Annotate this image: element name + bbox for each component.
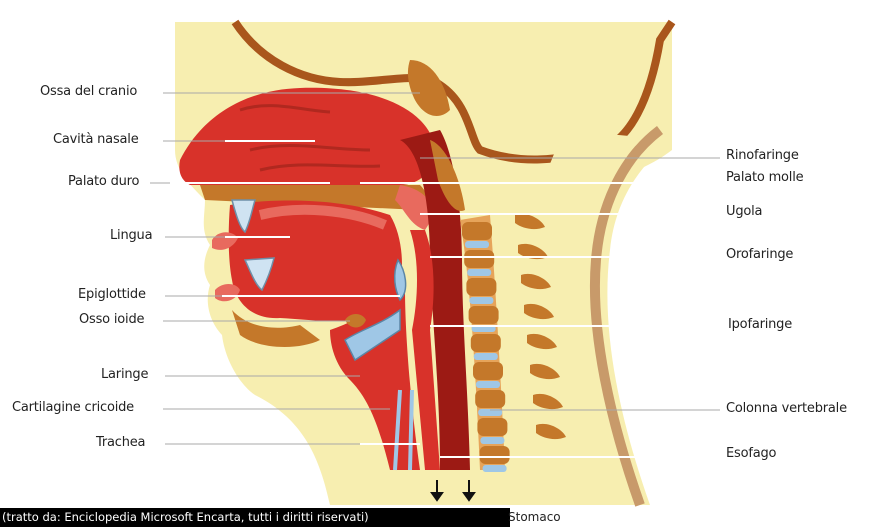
label-esofago: Esofago <box>726 446 776 461</box>
label-orofaringe: Orofaringe <box>726 247 793 262</box>
label-laringe: Laringe <box>101 367 148 382</box>
vertebra <box>473 362 503 380</box>
label-lingua: Lingua <box>110 228 152 243</box>
label-cartilagine-cricoide: Cartilagine cricoide <box>12 400 134 415</box>
label-palato-molle: Palato molle <box>726 170 803 185</box>
label-osso-ioide: Osso ioide <box>79 312 144 327</box>
vertebra <box>469 306 499 324</box>
vertebra <box>466 278 496 296</box>
label-palato-duro: Palato duro <box>68 174 139 189</box>
vertebra <box>462 222 492 240</box>
vertebra <box>471 334 501 352</box>
label-epiglottide: Epiglottide <box>78 287 146 302</box>
label-cavita-nasale: Cavità nasale <box>53 132 139 147</box>
intervertebral-disc <box>483 465 507 472</box>
label-colonna-vertebrale: Colonna vertebrale <box>726 401 847 416</box>
vertebra <box>477 418 507 436</box>
label-rinofaringe: Rinofaringe <box>726 148 799 163</box>
label-stomaco: Stomaco <box>508 508 561 527</box>
intervertebral-disc <box>467 269 491 276</box>
image-credit-banner: (tratto da: Enciclopedia Microsoft Encar… <box>0 508 510 527</box>
vertebra <box>464 250 494 268</box>
intervertebral-disc <box>474 353 498 360</box>
intervertebral-disc <box>465 241 489 248</box>
intervertebral-disc <box>469 297 493 304</box>
label-trachea: Trachea <box>96 435 145 450</box>
intervertebral-disc <box>476 381 500 388</box>
intervertebral-disc <box>480 437 504 444</box>
vertebra <box>480 446 510 464</box>
label-ossa-del-cranio: Ossa del cranio <box>40 84 137 99</box>
vertebra <box>475 390 505 408</box>
label-ipofaringe: Ipofaringe <box>728 317 792 332</box>
label-ugola: Ugola <box>726 204 762 219</box>
